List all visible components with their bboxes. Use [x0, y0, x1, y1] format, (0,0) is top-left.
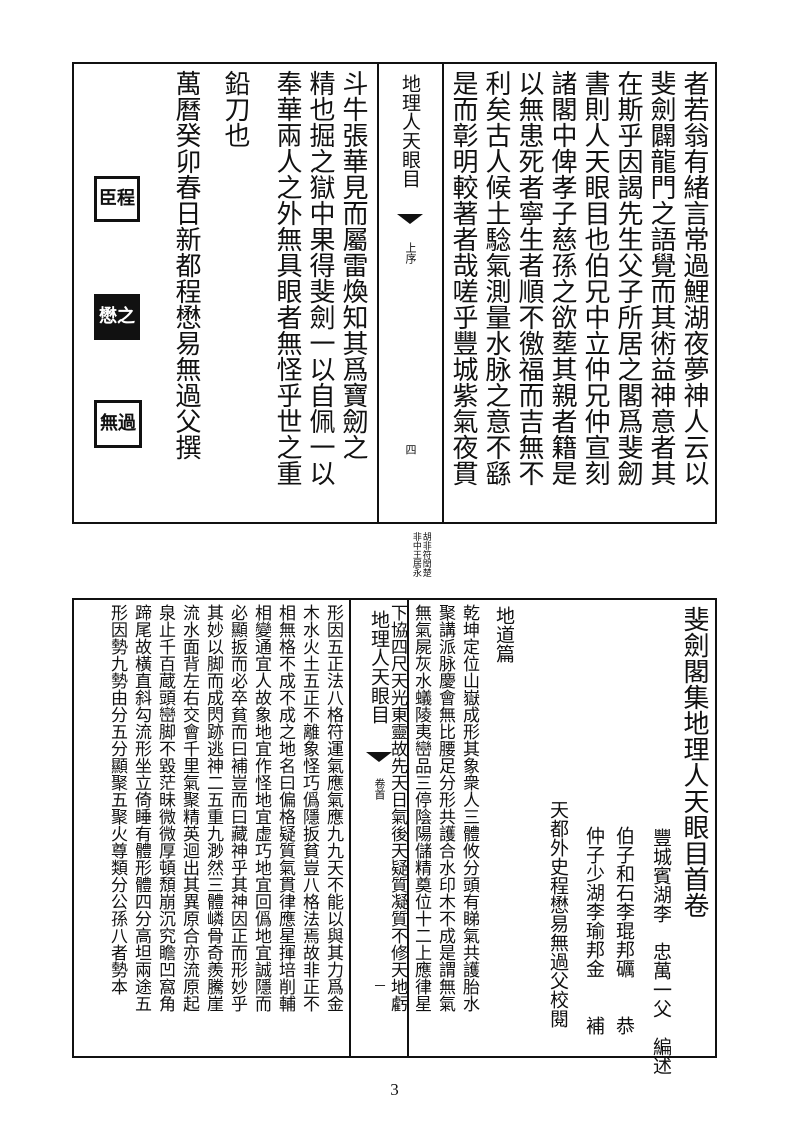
text-column: 斗牛張華見而屬雷煥知其爲寶劒之	[338, 70, 368, 460]
page-number: 3	[390, 1080, 399, 1099]
margin-title: 地理人天眼目	[368, 610, 390, 724]
text-column: 相無格不成不成之地名曰偏格疑質氣貫律應星揮培削輔	[275, 604, 295, 1012]
margin-title: 地理人天眼目	[399, 74, 421, 188]
text-column: 書則人天眼目也伯兄中立仲兄仲宣刻	[580, 70, 610, 486]
text-column: 乾坤定位山嶽成形其象衆人三體攸分頭有睇氣共護胎水	[459, 604, 479, 1012]
text-column: 聚講派脉慶會無比腰足分形共護合水印木不成是謂無氣	[435, 604, 455, 1012]
margin-page-number: 一	[373, 980, 386, 991]
seal-alias: 無過	[94, 400, 142, 448]
margin-rule-left	[377, 64, 379, 522]
margin-rule-right	[442, 64, 444, 522]
text-column: 者若翁有緒言常過鯉湖夜夢神人云以	[679, 70, 709, 486]
text-column: 鉛刀也	[220, 70, 250, 148]
margin-rule-left	[349, 600, 351, 1056]
text-column: 形因五正法八格符運氣應氣應九九天不能以與其力爲金	[323, 604, 343, 1012]
text-column: 下協四尺天光東靈故先天日氣後天疑質凝質不修天地虧	[387, 604, 407, 1012]
credit-son-1: 伯子和石李琨邦礪 恭	[613, 826, 635, 1035]
text-column: 是而彰明較著者哉嗟乎豐城紫氣夜貫	[448, 70, 478, 486]
text-column: 相變通宜人故象地宜作怪地宜虚巧地宜回僞地宜誠隱而	[251, 604, 271, 1012]
text-column: 精也掘之獄中果得斐劍一以自佩一以	[305, 70, 335, 486]
text-column: 泉止千百蔵頭巒脚不毀茫昧微微厚頓頹崩沉究瞻凹窩角	[155, 604, 175, 1012]
text-column: 利矣古人候土騐氣測量水脉之意不繇	[481, 70, 511, 486]
chapter-heading: 地道篇	[493, 606, 515, 663]
seal-name: 臣程	[94, 176, 140, 222]
interpage-note: 胡非符閏楚 非中王居永	[410, 532, 431, 577]
credit-editor: 天都外史程懋易無過父校閱	[547, 800, 569, 1028]
text-column: 無氣屍灰水蟻陵夷巒品三停陰陽儲精奠位十二上應律星	[411, 604, 431, 1012]
text-column: 斐劍闢龍門之語覺而其術益神意者其	[646, 70, 676, 486]
margin-section: 卷首	[373, 778, 386, 800]
credit-compiler: 豐城賓湖李 忠萬一父 編述	[650, 828, 672, 1075]
text-column: 在斯乎因謁先生父子所居之閣爲斐劒	[613, 70, 643, 486]
credit-son-2: 仲子少湖李瑜邦金 補	[583, 826, 605, 1035]
chapter-page: 斐劍閣集地理人天眼目首卷 豐城賓湖李 忠萬一父 編述 伯子和石李琨邦礪 恭 仲子…	[72, 598, 717, 1075]
fishtail-mark	[397, 214, 423, 224]
signature-column: 萬曆癸卯春日新都程懋易無過父撰	[171, 70, 201, 460]
text-column: 形因勢九勢由分五分顯聚五聚火尊類分公孫八者勢本	[107, 604, 127, 995]
text-column: 以無患死者寧生者順不徼福而吉無不	[514, 70, 544, 486]
text-column: 木水火土五正不離象怪巧僞隱扳貧豈八格法焉故非正不	[299, 604, 319, 1012]
fishtail-mark	[366, 752, 392, 762]
text-column: 諸閣中俾孝子慈孫之欲塟其親者籍是	[547, 70, 577, 486]
margin-page-number: 四	[404, 444, 417, 455]
text-column: 其妙以脚而成閃跡逃神二五重九渺然三體嶙骨奇羨騰崖	[203, 604, 223, 1012]
text-column: 奉華兩人之外無具眼者無怪乎世之重	[272, 70, 302, 486]
text-column: 必顯扳而必卒貧而曰補豈而曰藏神乎其神因正而形妙乎	[227, 604, 247, 1012]
text-column: 蹄尾故橫直斜勾流形坐立倚睡有體形體四分高坦兩途五	[131, 604, 151, 1012]
preface-page: 者若翁有緒言常過鯉湖夜夢神人云以 斐劍闢龍門之語覺而其術益神意者其 在斯乎因謁先…	[72, 62, 717, 524]
seal-style: 懋之	[94, 294, 140, 340]
margin-section: 上序	[404, 242, 417, 264]
margin-rule-right	[407, 600, 409, 1056]
book-title: 斐劍閣集地理人天眼目首卷	[679, 606, 709, 918]
text-column: 流水面背左右交會千里氣聚精英迴出其異原合亦流原起	[179, 604, 199, 1012]
